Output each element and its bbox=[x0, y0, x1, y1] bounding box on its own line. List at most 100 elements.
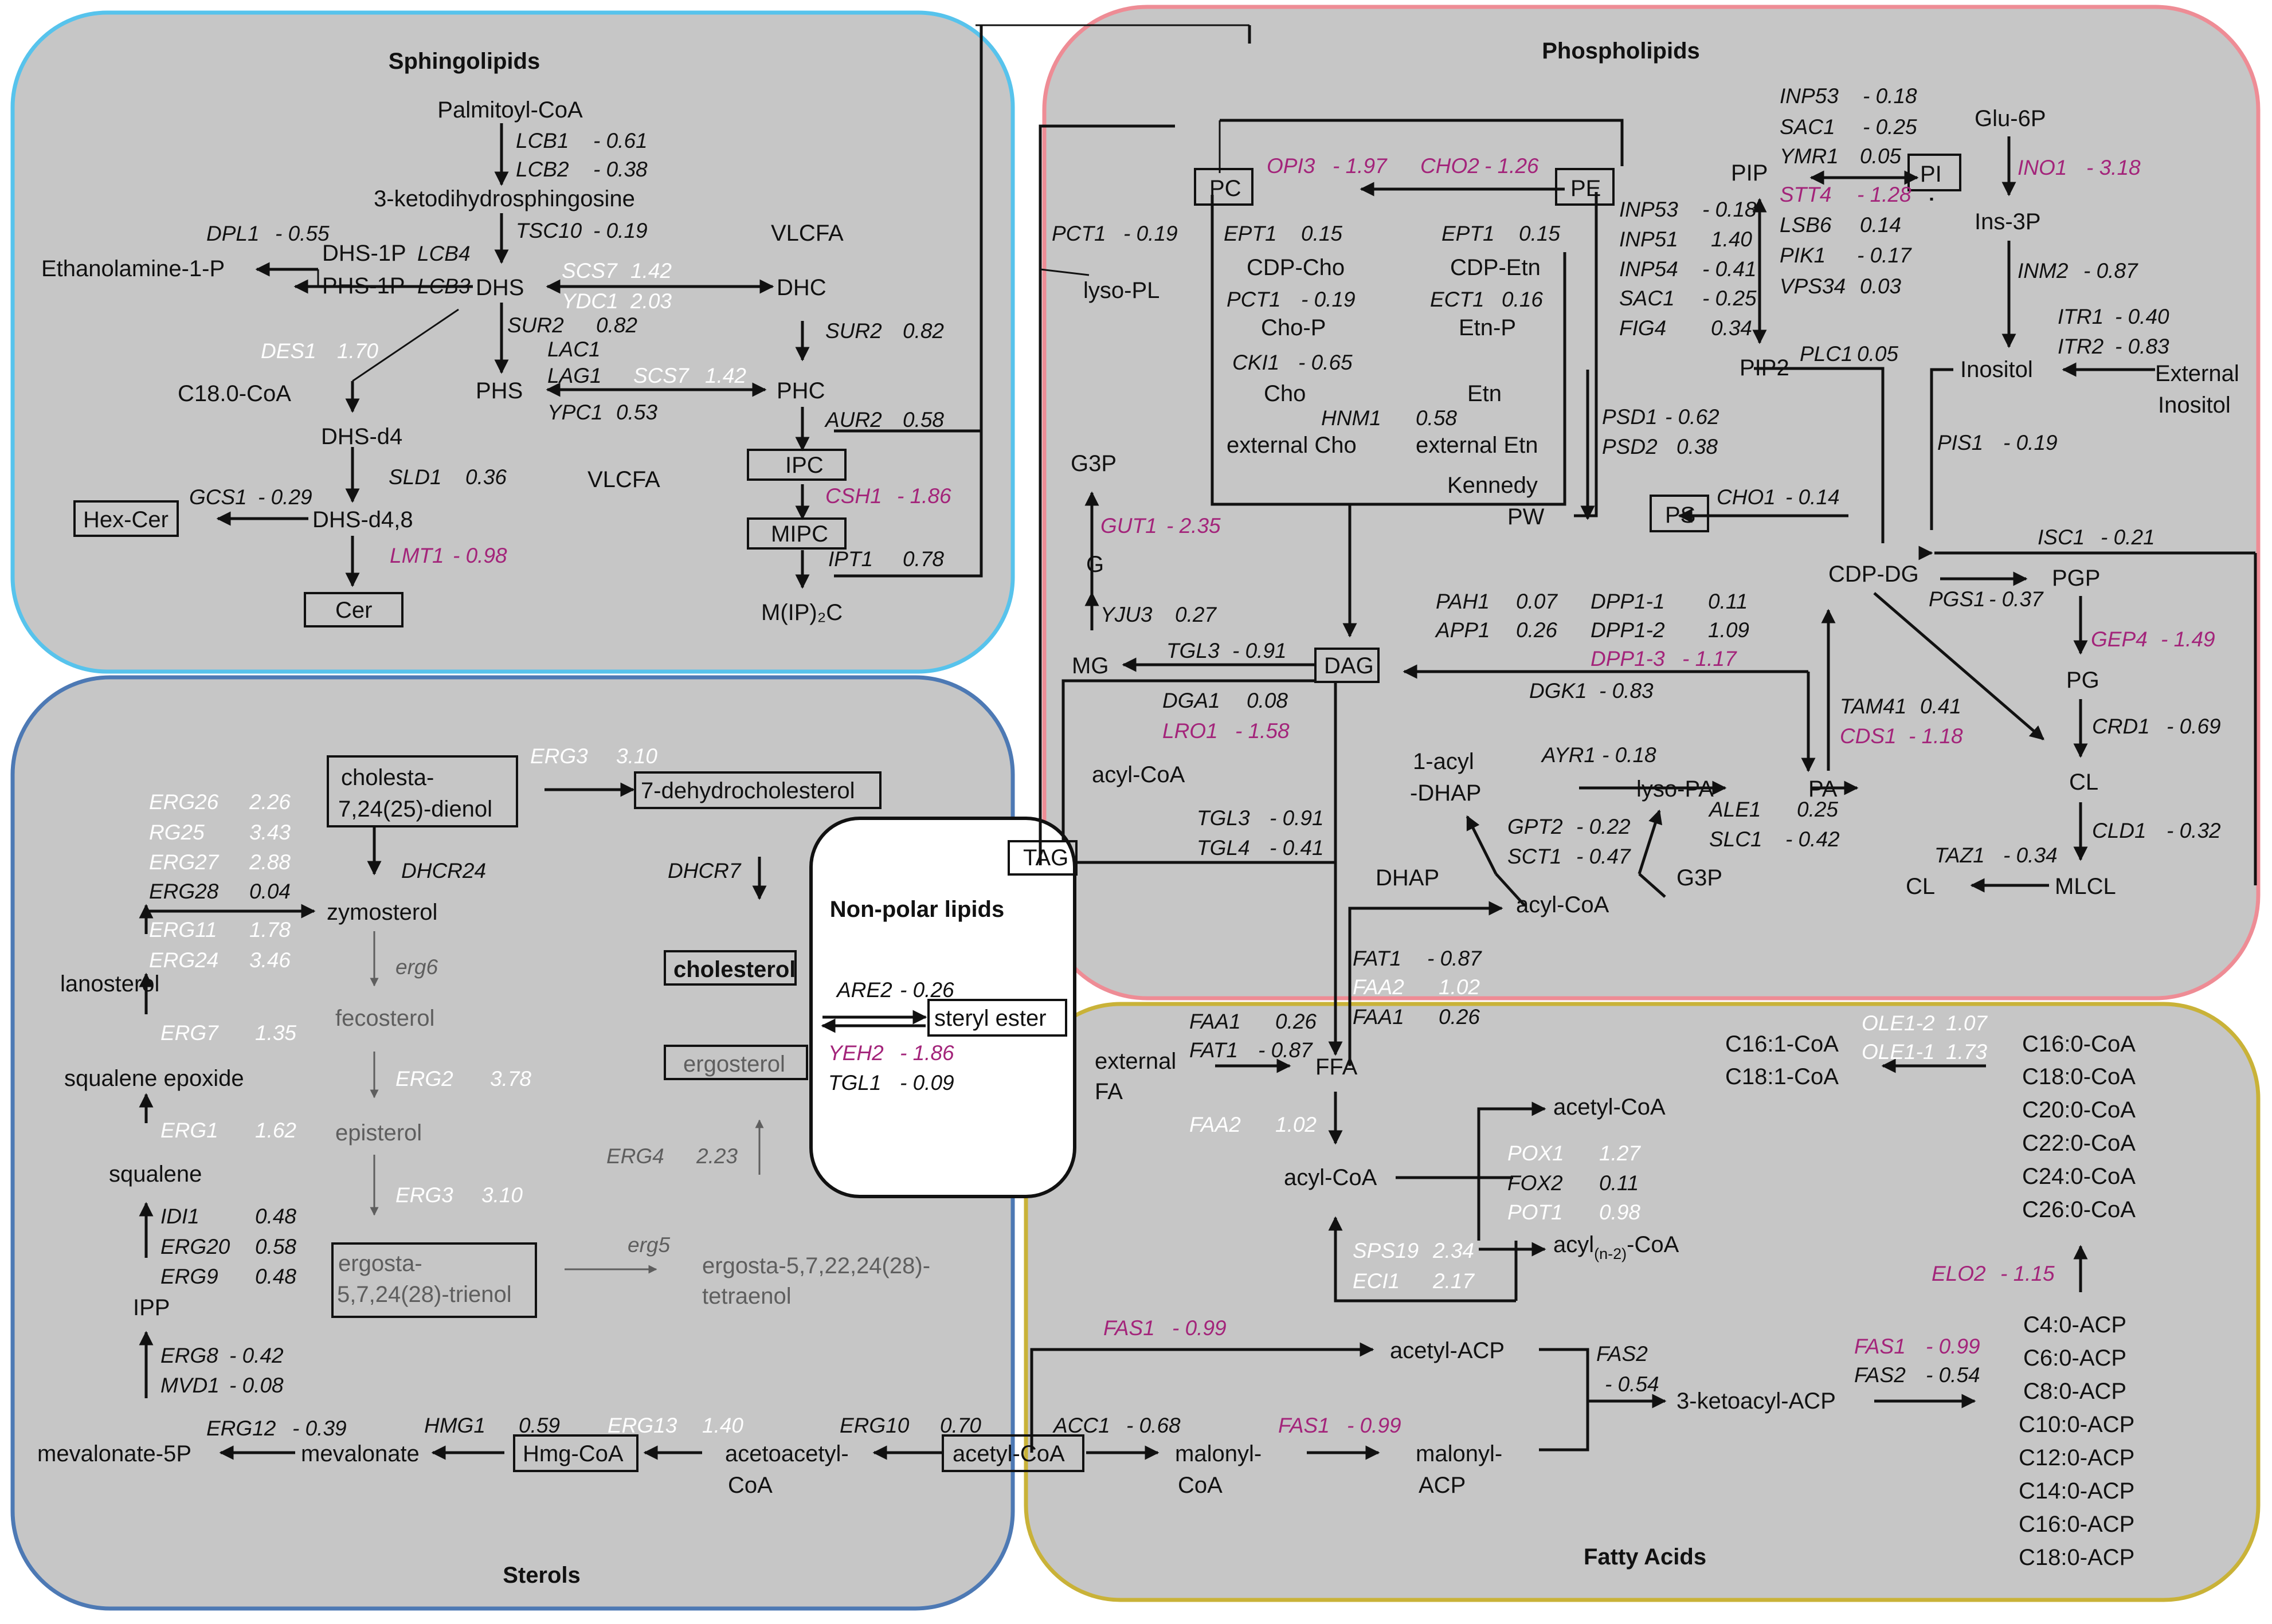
psd1-value: - 0.62 bbox=[1665, 405, 1719, 429]
ept1-value: 0.15 bbox=[1301, 222, 1342, 245]
erg13-value: 1.40 bbox=[702, 1414, 743, 1437]
scs7-label: SCS7 bbox=[562, 259, 618, 283]
fatty-acids-title: Fatty Acids bbox=[1584, 1544, 1706, 1570]
idi1-value: 0.48 bbox=[255, 1205, 296, 1228]
erg5-label: erg5 bbox=[628, 1233, 670, 1257]
fas1-label: FAS1 bbox=[1103, 1316, 1155, 1340]
mvd1-value: - 0.08 bbox=[229, 1374, 284, 1397]
kennedy-label: Kennedy bbox=[1447, 473, 1538, 498]
dpl1-value: - 0.55 bbox=[275, 222, 330, 245]
coa-item: C26:0-CoA bbox=[2022, 1197, 2136, 1222]
sur2-label: SUR2 bbox=[507, 313, 564, 337]
g: G bbox=[1086, 552, 1104, 577]
tam41-value: 0.41 bbox=[1920, 695, 1961, 718]
ole1-2-label: OLE1-2 bbox=[1862, 1011, 1935, 1035]
erg9-value: 0.48 bbox=[255, 1265, 296, 1288]
elo2-label: ELO2 bbox=[1932, 1262, 1986, 1285]
malonyl-coa-2: CoA bbox=[1178, 1473, 1223, 1498]
sur2b-label: SUR2 bbox=[825, 319, 882, 343]
sld1-value: 0.36 bbox=[465, 465, 507, 489]
csh1-value: - 1.86 bbox=[897, 484, 951, 508]
ymr1-value: 0.05 bbox=[1860, 144, 1901, 168]
ins-3p: Ins-3P bbox=[1975, 209, 2041, 234]
cds1-value: - 1.18 bbox=[1909, 724, 1963, 748]
inp53-label: INP53 bbox=[1780, 84, 1839, 108]
dgk1-label: DGK1 bbox=[1529, 679, 1587, 703]
yeh2-label: YEH2 bbox=[828, 1041, 884, 1065]
g3p-2: G3P bbox=[1676, 865, 1722, 891]
slc1-label: SLC1 bbox=[1709, 827, 1762, 851]
tgl1-value: - 0.09 bbox=[900, 1071, 954, 1095]
erg1-label: ERG1 bbox=[160, 1119, 218, 1142]
gut1-label: GUT1 bbox=[1100, 514, 1157, 538]
fat1-label: FAT1 bbox=[1353, 947, 1401, 970]
crd1-value: - 0.69 bbox=[2167, 715, 2221, 738]
pct1b-label: PCT1 bbox=[1227, 288, 1281, 311]
scs7b-label: SCS7 bbox=[633, 364, 690, 387]
sct1-value: - 0.47 bbox=[1576, 845, 1631, 868]
pg: PG bbox=[2066, 668, 2099, 693]
plc1-value: 0.05 bbox=[1857, 342, 1898, 366]
vlcfa-1: VLCFA bbox=[771, 221, 844, 246]
mvd1-label: MVD1 bbox=[160, 1374, 220, 1397]
coa-list: C16:0-CoA C18:0-CoA C20:0-CoA C22:0-CoA … bbox=[2022, 1031, 2136, 1222]
one-acyl: 1-acyl bbox=[1413, 749, 1474, 774]
dga1-value: 0.08 bbox=[1247, 689, 1288, 712]
cdp-cho: CDP-Cho bbox=[1247, 255, 1345, 280]
lsb6-label: LSB6 bbox=[1780, 213, 1832, 237]
vps34-label: VPS34 bbox=[1780, 274, 1846, 298]
external-inositol: Inositol bbox=[2158, 393, 2231, 418]
erg28-value: 0.04 bbox=[249, 880, 291, 903]
tgl3-value: - 0.91 bbox=[1232, 639, 1287, 662]
pe: PE bbox=[1570, 176, 1601, 201]
phs: PHS bbox=[476, 378, 523, 403]
pi: PI bbox=[1920, 162, 1942, 187]
ole1-1-value: 1.73 bbox=[1946, 1040, 1987, 1064]
coa-item: C24:0-CoA bbox=[2022, 1164, 2136, 1189]
erg12-label: ERG12 bbox=[206, 1417, 276, 1440]
acp-item: C8:0-ACP bbox=[2023, 1379, 2126, 1404]
sac1-value: - 0.25 bbox=[1863, 115, 1917, 139]
sps19-value: 2.34 bbox=[1432, 1239, 1474, 1262]
c18-1-coa: C18:1-CoA bbox=[1725, 1064, 1839, 1089]
yju3-value: 0.27 bbox=[1175, 603, 1217, 626]
erg20-label: ERG20 bbox=[160, 1235, 230, 1258]
acetoacetyl-coa: CoA bbox=[728, 1473, 773, 1498]
dhcr7-label: DHCR7 bbox=[668, 859, 742, 882]
pis1-value: - 0.19 bbox=[2003, 431, 2058, 454]
dpp1-2-label: DPP1-2 bbox=[1591, 618, 1665, 642]
erg26-value: 2.26 bbox=[249, 790, 291, 814]
pis1-label: PIS1 bbox=[1937, 431, 1983, 454]
erg11-label: ERG11 bbox=[149, 918, 217, 942]
cho1-value: - 0.14 bbox=[1785, 485, 1840, 509]
erg24-value: 3.46 bbox=[249, 948, 291, 972]
sphingolipids-title: Sphingolipids bbox=[389, 49, 540, 74]
coa-item: C18:0-CoA bbox=[2022, 1064, 2136, 1089]
yeh2-value: - 1.86 bbox=[900, 1041, 954, 1065]
hmg1-label: HMG1 bbox=[424, 1414, 485, 1437]
fas1c-label: FAS1 bbox=[1278, 1414, 1330, 1437]
steryl-ester: steryl ester bbox=[934, 1006, 1047, 1031]
dpp1-1-value: 0.11 bbox=[1708, 590, 1748, 613]
acc1-value: - 0.68 bbox=[1126, 1414, 1181, 1437]
erg27-label: ERG27 bbox=[149, 850, 220, 874]
fas2b-value: - 0.54 bbox=[1926, 1363, 1980, 1387]
erg20-value: 0.58 bbox=[255, 1235, 296, 1258]
ydc1-label: YDC1 bbox=[562, 289, 618, 313]
glu-6p: Glu-6P bbox=[1975, 106, 2046, 131]
lcb1-label: LCB1 bbox=[516, 129, 569, 152]
erg3b-value: 3.10 bbox=[481, 1183, 523, 1207]
faa1-fa-label: FAA1 bbox=[1189, 1010, 1241, 1033]
erg6-label: erg6 bbox=[395, 955, 438, 979]
lyso-pl: lyso-PL bbox=[1083, 278, 1159, 303]
rg25-value: 3.43 bbox=[249, 821, 291, 844]
tgl3-label: TGL3 bbox=[1166, 639, 1220, 662]
erg11-value: 1.78 bbox=[249, 918, 291, 942]
dpp1-3-label: DPP1-3 bbox=[1591, 647, 1665, 670]
lsb6-value: 0.14 bbox=[1860, 213, 1901, 237]
dag: DAG bbox=[1324, 653, 1374, 678]
fox2-label: FOX2 bbox=[1507, 1171, 1563, 1195]
erg12-value: - 0.39 bbox=[292, 1417, 347, 1440]
pip2: PIP2 bbox=[1740, 355, 1789, 380]
pc: PC bbox=[1209, 176, 1241, 201]
